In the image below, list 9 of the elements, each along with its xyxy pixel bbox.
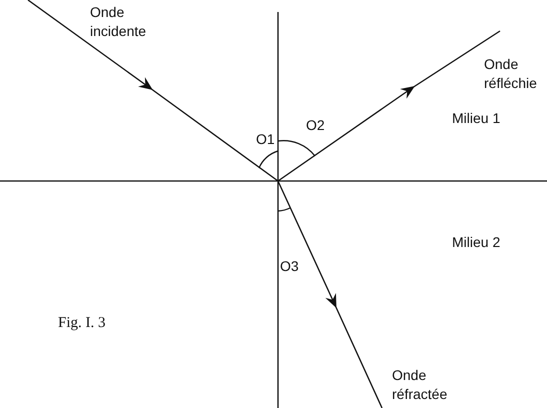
medium-label: Milieu 2 bbox=[452, 233, 502, 252]
wave-label: Onde réfractée bbox=[392, 366, 448, 404]
wave-label: Onde réfléchie bbox=[484, 55, 538, 93]
wave-label: Onde incidente bbox=[90, 3, 148, 41]
angle-label: O1 bbox=[256, 130, 276, 149]
figure-label: Fig. I. 3 bbox=[58, 314, 107, 333]
angle-label: O2 bbox=[306, 116, 326, 135]
angle-label: O3 bbox=[280, 257, 300, 276]
medium-label: Milieu 1 bbox=[452, 109, 502, 128]
